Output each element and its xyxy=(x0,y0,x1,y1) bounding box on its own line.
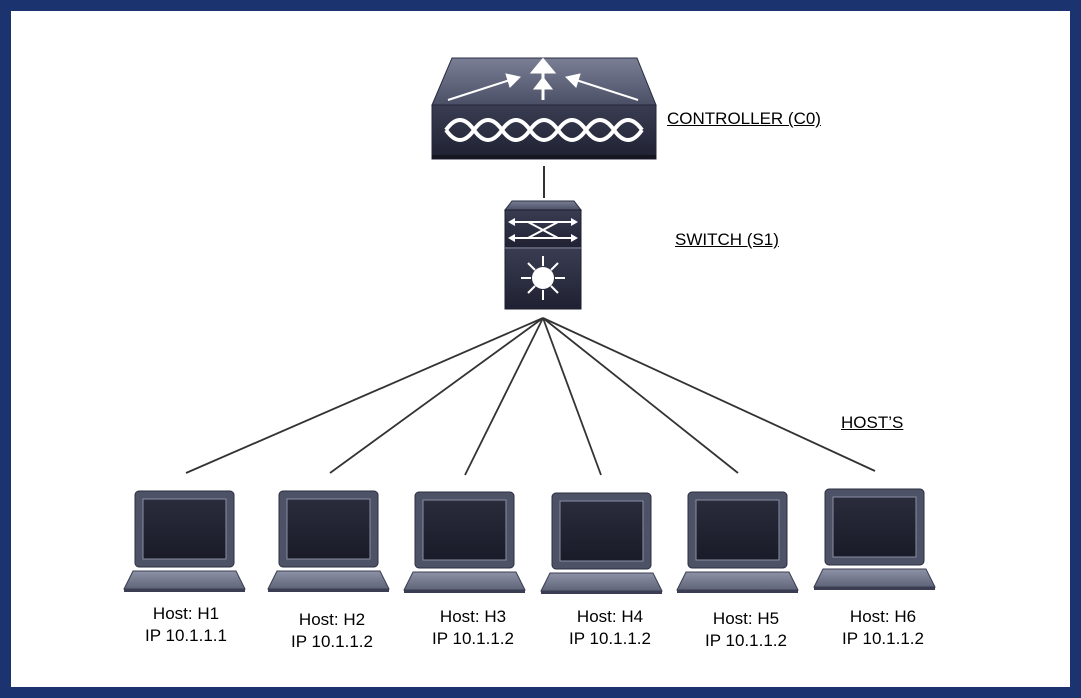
host-name: Host: H1 xyxy=(152,604,220,623)
host-name: Host: H2 xyxy=(298,610,366,629)
sdn-controller-icon xyxy=(431,57,657,160)
host-name: Host: H4 xyxy=(576,607,644,626)
host-ip: IP 10.1.1.2 xyxy=(705,631,787,650)
host-label: Host: H3 IP 10.1.1.2 xyxy=(408,606,538,650)
laptop-icon xyxy=(403,491,526,593)
laptop-icon xyxy=(813,488,936,590)
link-switch-h6 xyxy=(542,317,876,472)
hosts-heading: HOST’S xyxy=(841,413,904,432)
laptop-icon xyxy=(123,490,246,592)
host-label: Host: H5 IP 10.1.1.2 xyxy=(681,608,811,652)
host-name: Host: H6 xyxy=(849,607,917,626)
hosts-group xyxy=(123,488,936,594)
link-switch-h4 xyxy=(542,317,602,476)
controller-label: CONTROLLER (C0) xyxy=(667,109,821,128)
host-label: Host: H1 IP 10.1.1.1 xyxy=(121,603,251,647)
link-switch-h2 xyxy=(329,317,544,474)
host-label: Host: H6 IP 10.1.1.2 xyxy=(818,606,948,650)
layer3-switch-icon xyxy=(503,200,583,310)
host-name: Host: H5 xyxy=(712,609,780,628)
link-switch-h5 xyxy=(542,317,739,474)
link-switch-h3 xyxy=(464,317,544,476)
host-ip: IP 10.1.1.1 xyxy=(145,626,227,645)
link-switch-h1 xyxy=(185,317,544,474)
links xyxy=(185,166,876,476)
host-ip: IP 10.1.1.2 xyxy=(432,629,514,648)
laptop-icon xyxy=(267,490,390,592)
host-ip: IP 10.1.1.2 xyxy=(569,629,651,648)
laptop-icon xyxy=(540,492,663,594)
host-ip: IP 10.1.1.2 xyxy=(291,632,373,651)
laptop-icon xyxy=(676,491,799,593)
host-name: Host: H3 xyxy=(439,607,507,626)
host-label: Host: H2 IP 10.1.1.2 xyxy=(267,609,397,653)
host-label: Host: H4 IP 10.1.1.2 xyxy=(545,606,675,650)
host-ip: IP 10.1.1.2 xyxy=(842,629,924,648)
switch-label: SWITCH (S1) xyxy=(675,230,779,249)
